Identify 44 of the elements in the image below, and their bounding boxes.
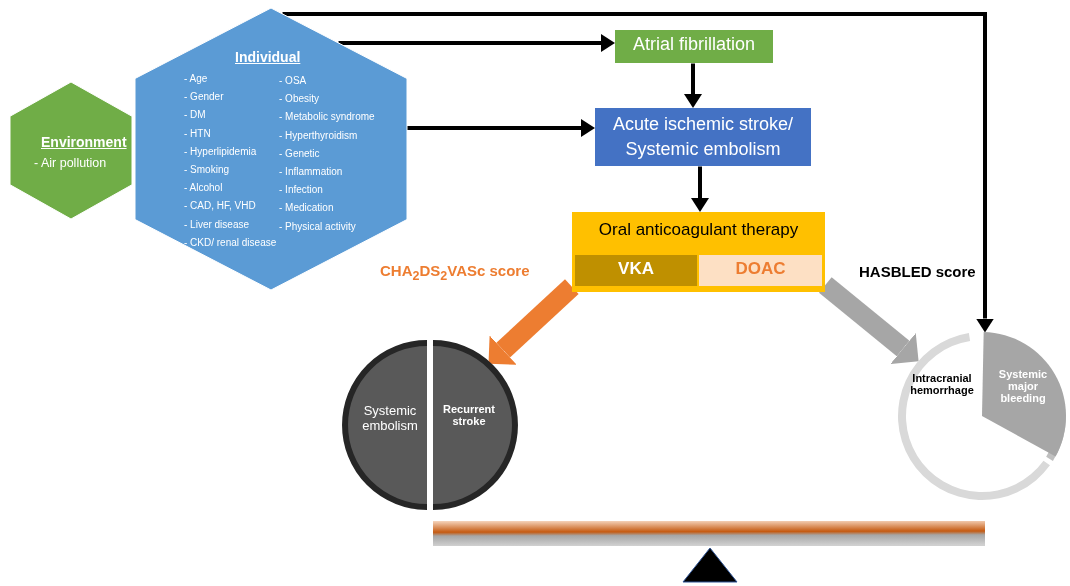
list-item: - Liver disease (184, 218, 250, 230)
list-item: - Alcohol (184, 182, 223, 194)
list-item: - Hyperlipidemia (184, 145, 257, 157)
process-box (595, 108, 811, 166)
process-box (615, 30, 773, 63)
list-item: - Medication (279, 202, 334, 214)
hexagon (10, 82, 132, 219)
box-heading: Oral anticoagulant therapy (597, 220, 800, 240)
list-item: - Physical activity (279, 220, 356, 232)
arrow (819, 277, 919, 364)
box-label: Acute ischemic stroke/ Systemic embolism (611, 113, 795, 161)
box-label: DOAC (734, 259, 787, 279)
list-item: - DM (184, 109, 206, 121)
list-item: - Obesity (279, 93, 319, 105)
arrow (282, 12, 994, 333)
list-item: - CKD/ renal disease (184, 236, 277, 248)
arrow (684, 63, 702, 108)
arrow (691, 166, 709, 212)
heading: Individual (235, 49, 301, 65)
list-item: - OSA (279, 75, 307, 86)
list-item: - Smoking (184, 164, 229, 175)
list-item: - Gender (184, 91, 224, 103)
drug-class-box (699, 255, 822, 286)
list-item: - Genetic (279, 147, 320, 159)
list-item: - Hyperthyroidism (279, 129, 358, 141)
box-label: VKA (617, 259, 655, 279)
process-box (572, 212, 825, 292)
box-label: Atrial fibrillation (631, 34, 756, 55)
drug-class-box (575, 255, 697, 286)
heading: Environment (41, 134, 127, 150)
list-item: - CAD, HF, VHD (184, 200, 256, 212)
list-item: - Metabolic syndrome (279, 111, 375, 123)
outcome-label: Intracranial hemorrhage (909, 372, 975, 396)
list-item: - Inflammation (279, 166, 343, 177)
list-item: - HTN (184, 127, 211, 139)
outcome-label: Systemic major bleeding (997, 368, 1049, 404)
list-item: - Age (184, 73, 208, 84)
arrow (406, 119, 595, 137)
list-item: - Infection (279, 184, 323, 196)
outcome-label: Systemic embolism (361, 403, 419, 433)
outcome-label: Recurrent stroke (442, 403, 496, 427)
arrow (488, 279, 579, 365)
list-item: - Air pollution (34, 156, 107, 170)
arrow (338, 34, 615, 52)
